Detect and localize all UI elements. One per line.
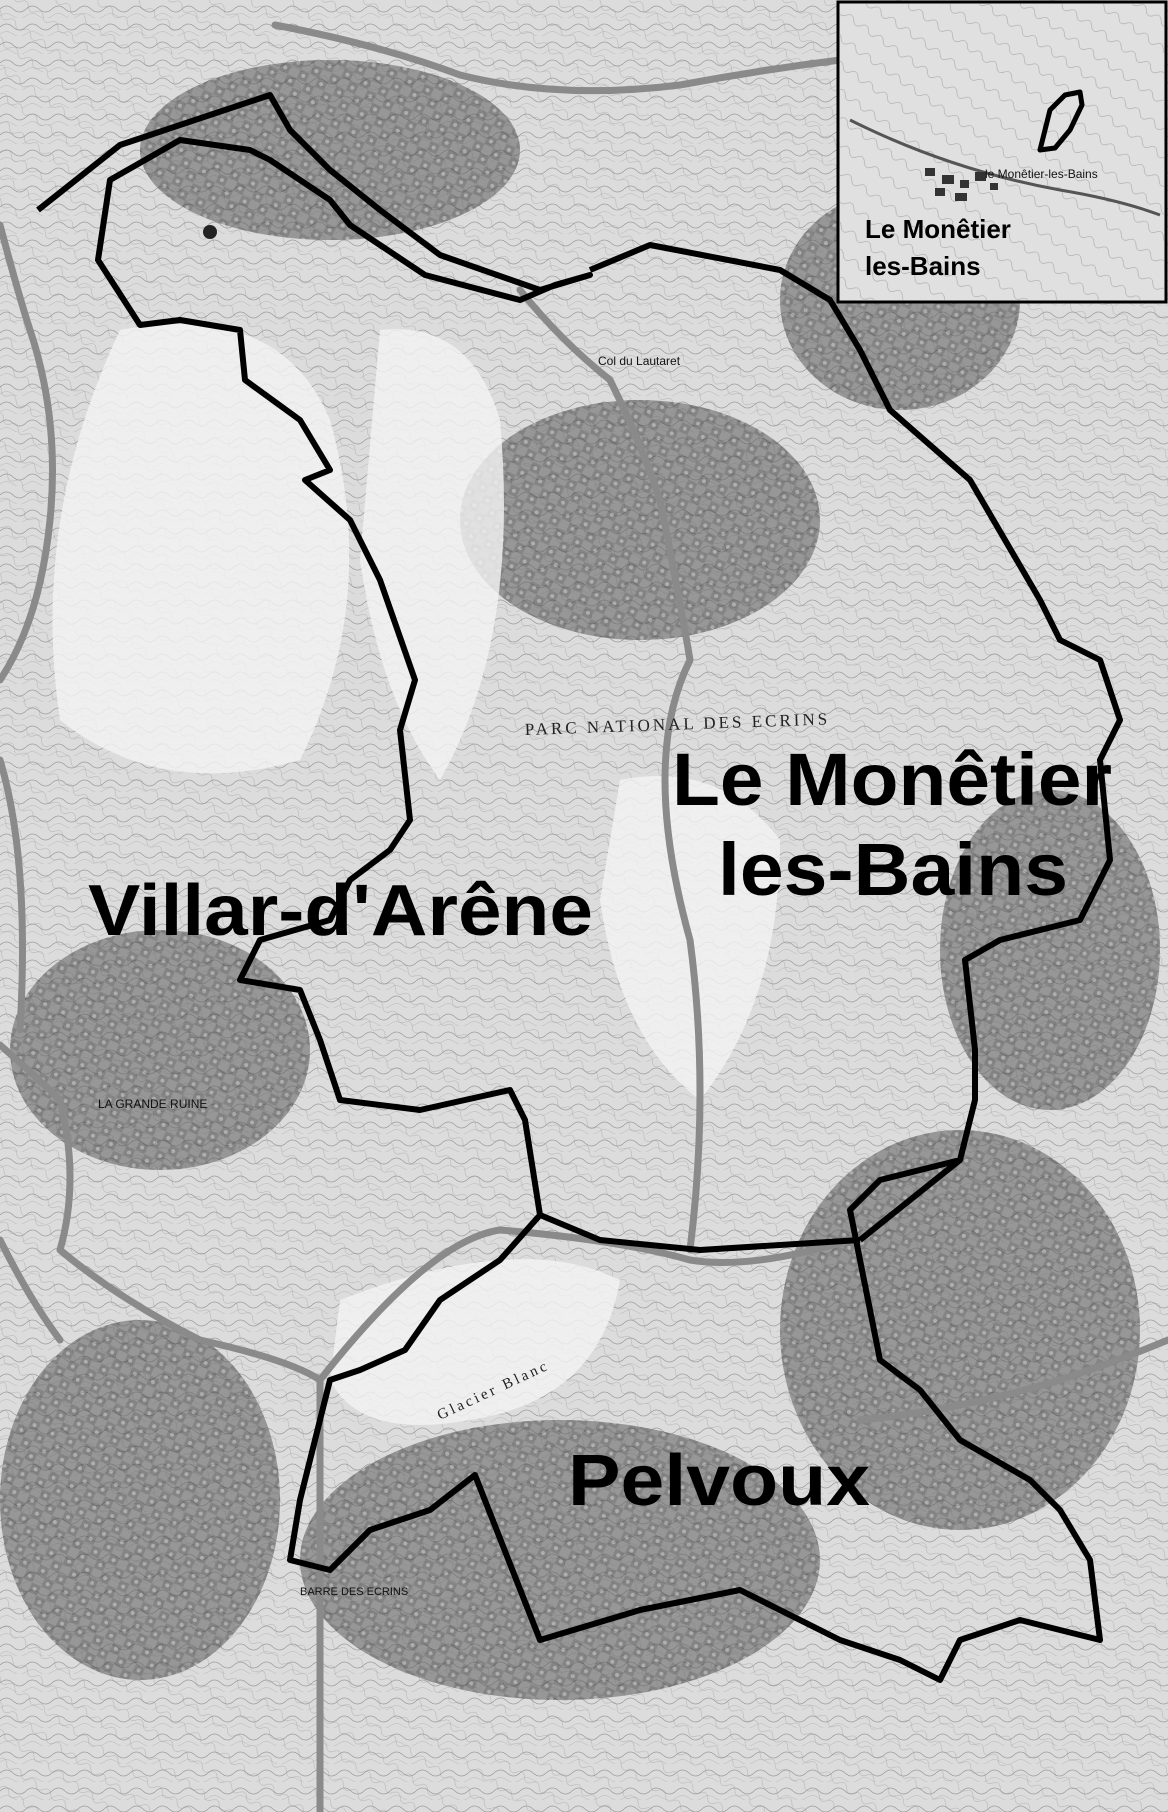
col-du-lautaret-label: Col du Lautaret xyxy=(598,354,681,368)
inset-boundary-highlight xyxy=(1037,89,1085,153)
grande-ruine-label: LA GRANDE RUINE xyxy=(98,1097,207,1111)
boundary-monetier-south xyxy=(858,1157,962,1243)
commune-boundaries xyxy=(36,92,1123,1683)
grey-boundaries xyxy=(0,21,1168,1812)
glacier-areas xyxy=(52,324,780,1425)
inset-label-line2: les-Bains xyxy=(865,251,981,281)
rock-shading xyxy=(0,60,1160,1700)
boundary-villar-darene xyxy=(36,92,1123,1683)
commune-label-monetier-line2: les-Bains xyxy=(718,828,1068,911)
inset-village-text: le Monêtier-les-Bains xyxy=(985,167,1098,181)
barre-des-ecrins-label: BARRE DES ECRINS xyxy=(300,1586,408,1598)
inset-village xyxy=(925,168,998,201)
inset-label-line1: Le Monêtier xyxy=(865,214,1011,244)
inset-map: le Monêtier-les-Bains Le Monêtier les-Ba… xyxy=(836,0,1168,304)
boundary-pelvoux-west xyxy=(538,1212,861,1253)
lake-marker xyxy=(203,225,217,239)
inset-texture xyxy=(840,4,1164,300)
commune-label-monetier-line1: Le Monêtier xyxy=(672,738,1112,821)
commune-label-villar-darene: Villar-d'Arêne xyxy=(88,871,593,951)
commune-label-pelvoux: Pelvoux xyxy=(568,1441,870,1521)
inset-road xyxy=(849,118,1161,217)
